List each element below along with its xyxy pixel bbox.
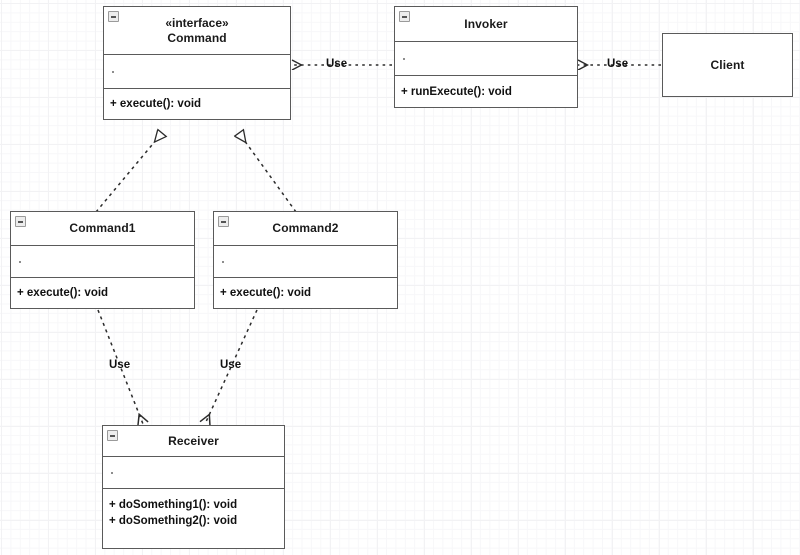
class-box-command1[interactable]: Command1 + execute(): void <box>10 211 195 309</box>
class-name-receiver: Receiver <box>168 433 219 448</box>
edge-label-invoker-uses-command: Use <box>326 58 348 70</box>
class-name-command2: Command2 <box>272 221 339 235</box>
class-name-command: Command <box>167 30 227 45</box>
class-attributes-command1 <box>11 245 194 277</box>
class-header-command2: Command2 <box>214 212 397 245</box>
class-header-command: «interface» Command <box>104 7 290 54</box>
class-operations-command1: + execute(): void <box>11 277 194 308</box>
collapse-minus-icon[interactable] <box>399 11 410 22</box>
operation-item: + execute(): void <box>110 98 202 110</box>
empty-attribute-marker <box>403 57 405 60</box>
operation-item: + doSomething1(): void <box>109 499 238 511</box>
class-operations-receiver: + doSomething1(): void + doSomething2():… <box>103 488 284 548</box>
class-name-invoker: Invoker <box>464 16 508 31</box>
class-header-receiver: Receiver <box>103 426 284 456</box>
operation-item: + execute(): void <box>220 287 312 299</box>
class-stereotype-command: «interface» <box>165 15 229 30</box>
operation-item: + execute(): void <box>17 287 109 299</box>
empty-attribute-marker <box>111 471 113 474</box>
class-name-command1: Command1 <box>69 221 136 235</box>
edge-command2-realizes-command <box>239 133 297 213</box>
edge-command1-realizes-command <box>95 133 162 213</box>
empty-attribute-marker <box>112 70 114 73</box>
class-box-receiver[interactable]: Receiver + doSomething1(): void + doSome… <box>102 425 285 549</box>
class-header-command1: Command1 <box>11 212 194 245</box>
empty-attribute-marker <box>222 260 224 263</box>
collapse-minus-icon[interactable] <box>107 430 118 441</box>
class-attributes-invoker <box>395 41 577 75</box>
collapse-minus-icon[interactable] <box>218 216 229 227</box>
class-box-command2[interactable]: Command2 + execute(): void <box>213 211 398 309</box>
collapse-minus-icon[interactable] <box>15 216 26 227</box>
class-operations-command2: + execute(): void <box>214 277 397 308</box>
class-attributes-command <box>104 54 290 88</box>
class-header-invoker: Invoker <box>395 7 577 41</box>
class-attributes-receiver <box>103 456 284 488</box>
operation-item: + runExecute(): void <box>401 85 512 98</box>
class-name-client: Client <box>710 57 745 72</box>
empty-attribute-marker <box>19 260 21 263</box>
class-operations-invoker: + runExecute(): void <box>395 75 577 107</box>
edge-label-client-uses-invoker: Use <box>607 58 629 70</box>
class-operations-command: + execute(): void <box>104 88 290 119</box>
edge-label-command2-uses-receiver: Use <box>220 359 242 371</box>
class-attributes-command2 <box>214 245 397 277</box>
class-box-command[interactable]: «interface» Command + execute(): void <box>103 6 291 120</box>
edge-label-command1-uses-receiver: Use <box>109 359 131 371</box>
class-box-invoker[interactable]: Invoker + runExecute(): void <box>394 6 578 108</box>
class-box-client[interactable]: Client <box>662 33 793 97</box>
collapse-minus-icon[interactable] <box>108 11 119 22</box>
operation-item: + doSomething2(): void <box>109 515 238 527</box>
